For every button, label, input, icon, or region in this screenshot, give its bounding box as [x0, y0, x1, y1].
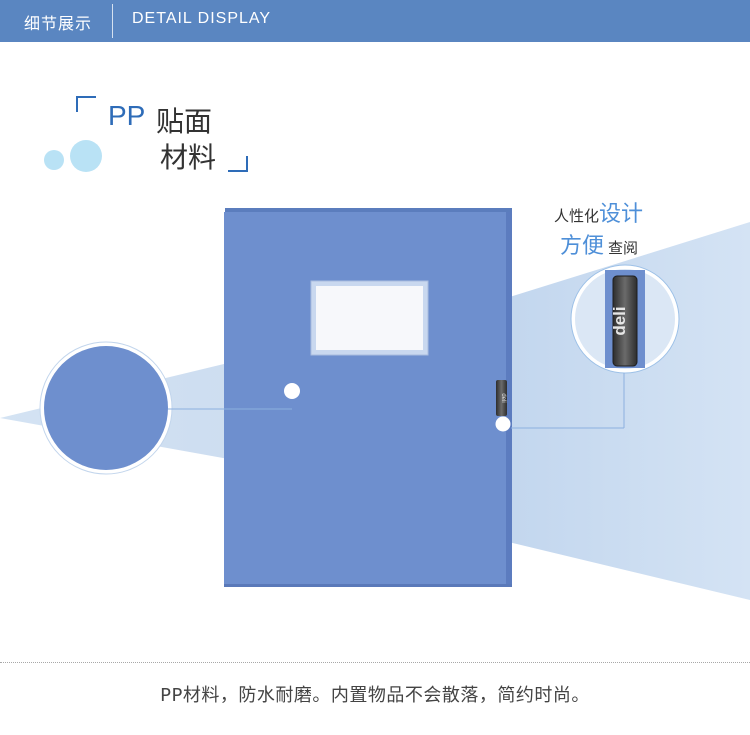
callout-text-2: 设计 [599, 202, 644, 227]
decor-dot-small [44, 150, 64, 170]
zoom-circle-right: deli [511, 264, 680, 429]
title-line2: 材料 [160, 141, 217, 174]
corner-bracket-bottom-right [228, 156, 248, 172]
title-block: PP 贴面 材料 [0, 0, 300, 190]
clasp-small [496, 380, 507, 416]
hotspot-left [284, 383, 300, 399]
folder-box: deli [224, 208, 512, 587]
corner-bracket-top-left [76, 96, 96, 112]
header-title-en: DETAIL DISPLAY [132, 10, 272, 27]
label-window [316, 286, 423, 350]
hotspot-right [495, 416, 511, 432]
folder-body [224, 212, 512, 587]
header-bar: 细节展示 DETAIL DISPLAY [0, 0, 750, 42]
zoom-circle-left [39, 341, 292, 475]
clasp-small-logo: deli [500, 393, 506, 402]
folder-bottom-shadow [224, 584, 512, 587]
callout-text-3: 方便 [560, 234, 605, 259]
clasp-large [612, 275, 638, 367]
product-caption: PP材料，防水耐磨。内置物品不会散落，简约时尚。 [160, 685, 590, 706]
header-separator [112, 4, 113, 38]
callout-text-4: 查阅 [608, 239, 639, 257]
clasp-large-logo: deli [610, 306, 629, 335]
header-title-cn: 细节展示 [24, 14, 93, 33]
title-pp: PP [108, 100, 146, 131]
dotted-divider [0, 662, 750, 663]
light-beam-right [500, 222, 750, 600]
title-line1: 贴面 [156, 105, 213, 138]
folder-top-edge [225, 208, 512, 214]
callout-text-1: 人性化 [554, 207, 600, 225]
callout-line1: 人性化设计 [554, 196, 643, 228]
folder-right-strip [506, 212, 512, 587]
callout-line2: 方便查阅 [560, 228, 638, 260]
decor-dot-large [70, 140, 102, 172]
